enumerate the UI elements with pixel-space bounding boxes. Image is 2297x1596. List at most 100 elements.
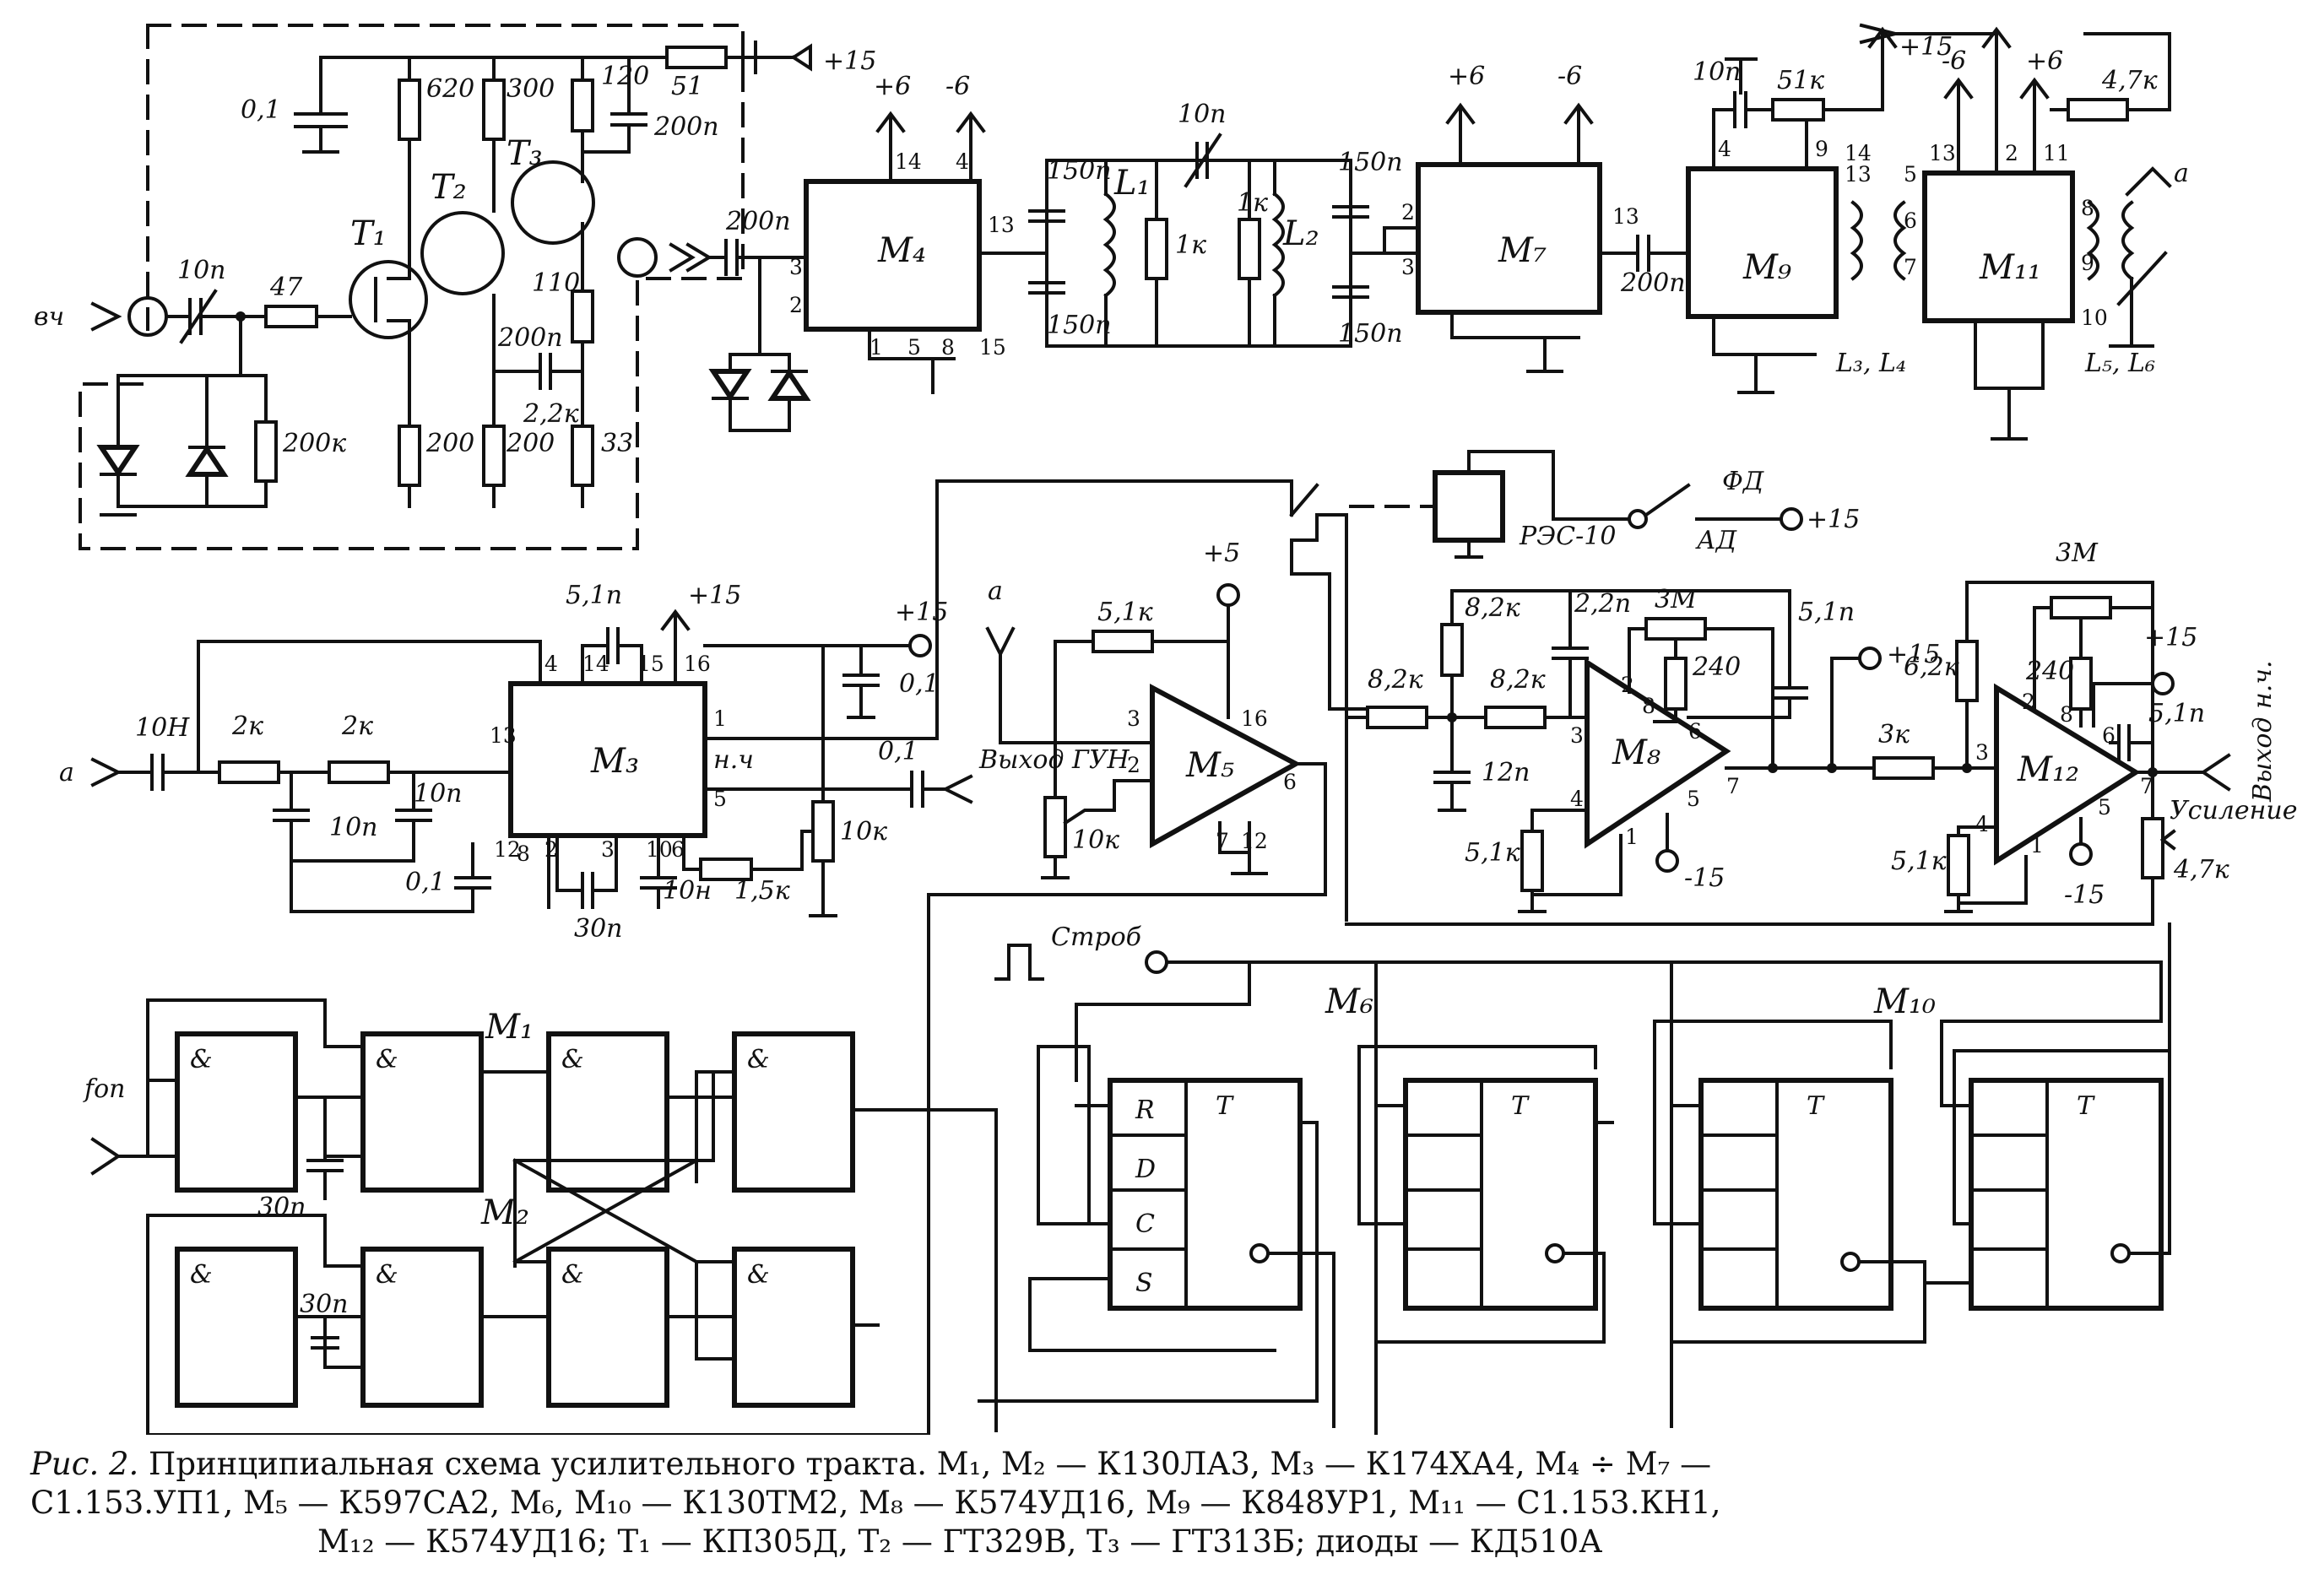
if-chain: M₄ +6 -6 14 4 3 2 13 1 5 8 15 150п 150п …	[708, 23, 2189, 441]
l2-label: L₂	[1282, 214, 1319, 253]
c150p-d: 150п	[1338, 319, 1403, 349]
pin: 12	[1241, 829, 1268, 853]
m12-label: M₁₂	[2017, 750, 2079, 789]
transistor-t3	[511, 160, 595, 245]
gate-symbol: &	[561, 1045, 584, 1074]
r120-label: 120	[601, 62, 649, 91]
pin: 3	[789, 255, 803, 279]
pin: 2	[1127, 753, 1140, 777]
fref-label: fоп	[83, 1074, 126, 1104]
pin: 11	[2043, 141, 2070, 165]
t3-label: T₃	[507, 134, 543, 173]
trigger-label: T	[1807, 1091, 1825, 1121]
l56-label: L₅, L₆	[2084, 349, 2155, 378]
pin: 7	[1904, 255, 1917, 279]
pin: 14	[582, 652, 609, 676]
m4-m6: -6	[945, 72, 970, 101]
block-m3	[508, 681, 707, 838]
gate-symbol: &	[376, 1045, 398, 1074]
m11-p6: +6	[2026, 46, 2063, 76]
trigger-label: T	[1216, 1091, 1234, 1121]
c10p-filter: 10п	[1178, 100, 1227, 129]
opamp-m12	[1994, 683, 2141, 866]
pin: 13	[988, 213, 1015, 237]
block-m9	[1686, 166, 1839, 319]
caption-line-1: Принципиальная схема усилительного тракт…	[149, 1446, 1712, 1482]
m7-m6: -6	[1558, 62, 1582, 91]
pin: 13	[1845, 162, 1872, 187]
pin: 2	[1621, 673, 1634, 697]
m7-label: M₇	[1498, 231, 1547, 270]
r51k-m8: 5,1к	[1465, 838, 1520, 868]
pin: 2	[2005, 141, 2018, 165]
pin: 5	[2098, 795, 2111, 820]
gate-nand-4	[732, 1031, 855, 1193]
af-amplifier: 8,2к 8,2к 12п 8,2к 2,2п M₈ 3 4 2 8 6 7 5…	[1345, 538, 2297, 926]
r47k-gain: 4,7к	[2173, 855, 2229, 885]
af-out-label: Выход н.ч.	[2248, 660, 2278, 803]
detector-section: a 10Н 2к 2к 10п 10п M₃ 13 4 14 15 16 1 н…	[59, 450, 1860, 1435]
c51p-label: 5,1п	[566, 581, 622, 610]
inductor-l2	[1271, 192, 1285, 298]
pin-d: D	[1135, 1155, 1156, 1184]
r10k-m5: 10к	[1072, 825, 1119, 855]
gate-nand-1	[175, 1031, 298, 1193]
schematic-diagram: +15 51 0,1 620 300 120 200п T₁ T₂ T₃ 200	[34, 23, 2297, 1435]
c01-label: 0,1	[241, 95, 281, 125]
m7-p6: +6	[1448, 62, 1485, 91]
c200p3-label: 200п	[725, 207, 791, 236]
gate-nand-3	[546, 1031, 669, 1193]
relay-p15: +15	[1807, 505, 1860, 534]
l1-label: L₁	[1113, 164, 1151, 203]
hch-label: н.ч	[713, 745, 754, 775]
c10p-m3a: 10п	[329, 813, 378, 842]
c51p-m8: 5,1п	[1798, 598, 1855, 627]
trigger-m6-b	[1403, 1078, 1598, 1311]
m11-label: M₁₁	[1979, 248, 2041, 287]
pin: 4	[1718, 137, 1731, 161]
c10p-in-label: 10п	[177, 256, 226, 285]
r62k-label: 6,2к	[1904, 652, 1959, 682]
node-a-mid: a	[988, 576, 1003, 606]
c30p-m2: 30п	[300, 1290, 349, 1319]
gate-symbol: &	[190, 1260, 213, 1290]
c30p-m1: 30п	[257, 1193, 306, 1222]
c150p-b: 150п	[1047, 311, 1112, 340]
r200b-label: 200	[506, 429, 555, 458]
gate-symbol: &	[747, 1045, 770, 1074]
opamp-m8	[1585, 657, 1731, 849]
pin: 7	[1726, 774, 1740, 798]
c10p-m9: 10п	[1693, 57, 1742, 87]
r240-m12: 240	[2025, 657, 2074, 686]
r51k-m5: 5,1к	[1097, 598, 1153, 627]
r51k-m12: 5,1к	[1891, 847, 1947, 876]
c10p-m3b: 10п	[414, 779, 463, 809]
supply-label: +15	[823, 46, 876, 76]
r10k-label: 10к	[840, 817, 887, 847]
pin: 3	[1570, 723, 1584, 748]
pin: 6	[1688, 719, 1702, 744]
gate-symbol: &	[376, 1260, 398, 1290]
c200p2-label: 200п	[497, 323, 563, 353]
m2-label: M₂	[480, 1193, 529, 1232]
pin: 2	[789, 293, 803, 317]
c10n-label: 10Н	[135, 713, 190, 743]
pin: 8	[941, 335, 955, 360]
m12-p15: +15	[2144, 623, 2197, 652]
pin: 8	[1642, 694, 1655, 718]
pin: 8	[517, 841, 530, 866]
pin: 3	[601, 837, 615, 862]
r200-label: 200	[425, 429, 474, 458]
m9-p15: +15	[1899, 32, 1953, 62]
c01-out: 0,1	[878, 737, 918, 766]
r15k-label: 1,5к	[734, 876, 790, 906]
pin: 15	[979, 335, 1006, 360]
rf-input-label: вч	[34, 302, 64, 332]
m5-p5: +5	[1203, 538, 1240, 568]
r3k-label: 3к	[1878, 720, 1910, 749]
pin: 6	[1904, 208, 1917, 233]
r200k-label: 200к	[282, 429, 346, 458]
inductor-l1	[1102, 192, 1116, 298]
fd-label: ФД	[1722, 467, 1764, 496]
diode	[96, 445, 140, 478]
